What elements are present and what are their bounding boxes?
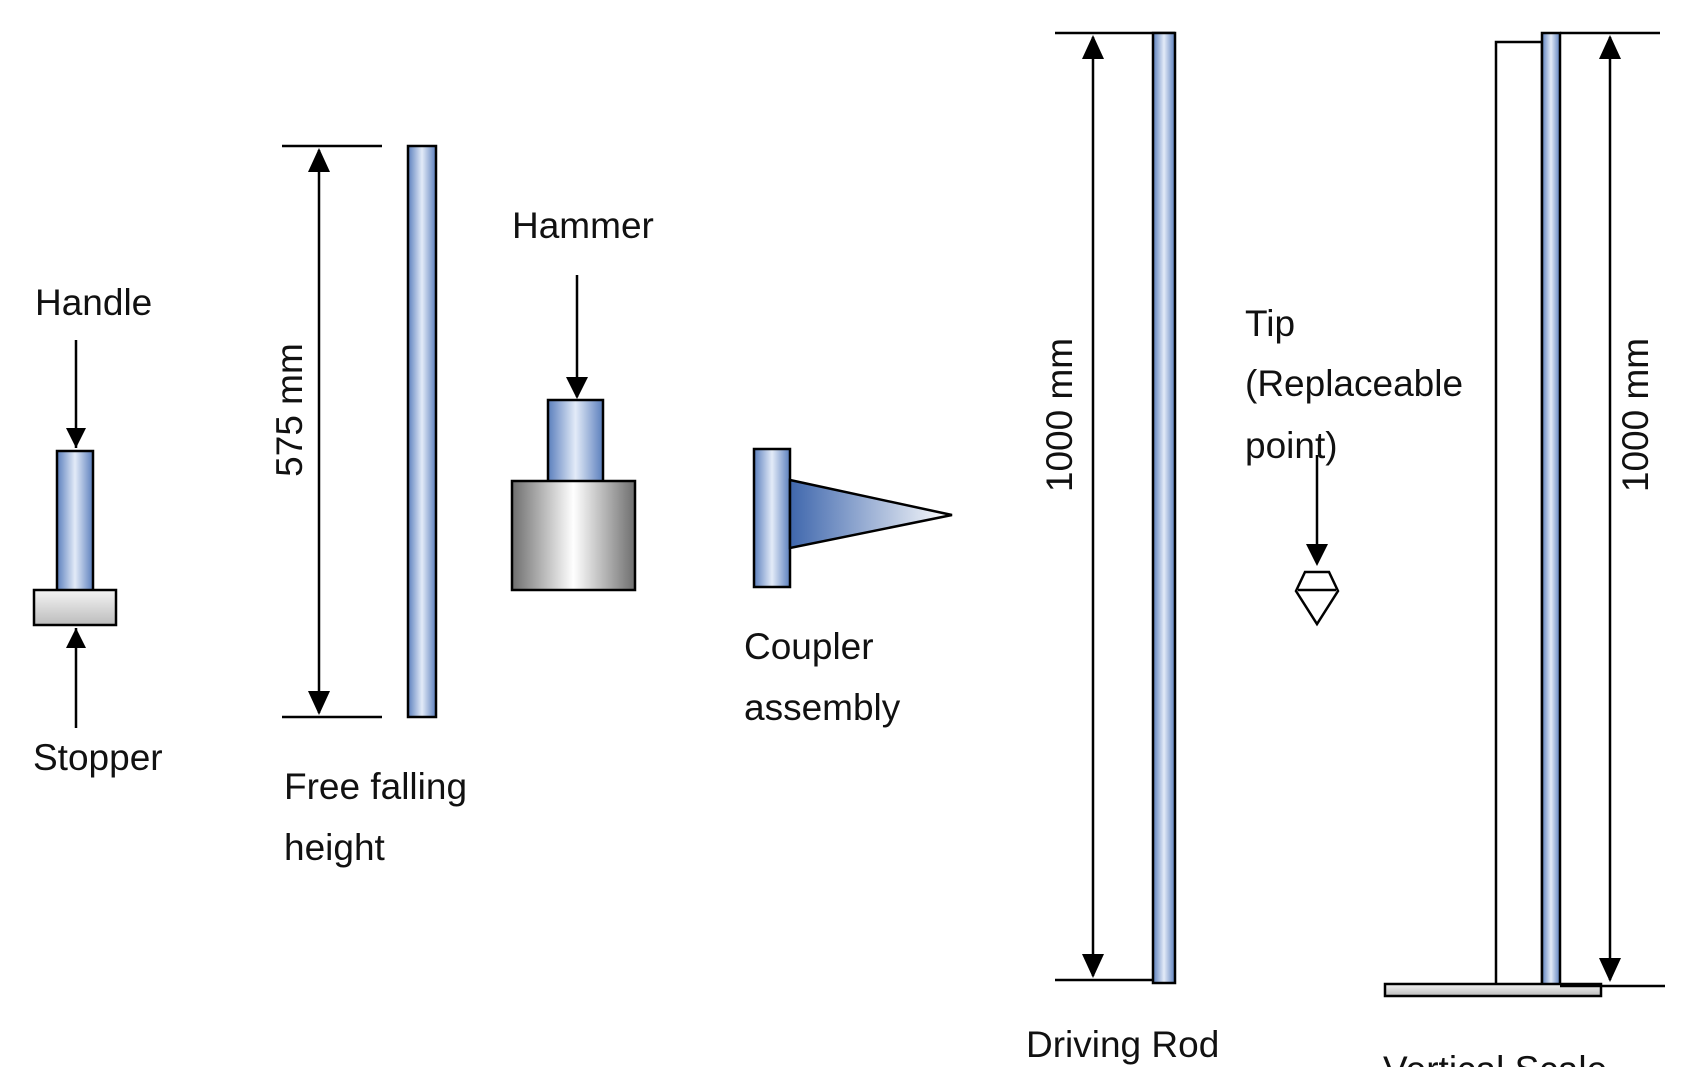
stopper-arrowhead [66, 628, 86, 648]
free-falling-label-line2: height [284, 827, 386, 868]
scale-board [1494, 40, 1544, 987]
driving-rod [1151, 31, 1177, 985]
coupler-label-line2: assembly [744, 687, 901, 728]
handle-shaft [55, 449, 95, 593]
coupler-cone [788, 478, 953, 550]
coupler-group: Coupler assembly [744, 447, 953, 728]
stopper-label: Stopper [33, 737, 163, 778]
hammer-neck [546, 398, 605, 484]
vertical-scale-label: Vertical Scale [1383, 1049, 1607, 1067]
free-fall-group: 575 mm Free falling height [269, 144, 467, 868]
tip-arrowhead [1306, 544, 1328, 566]
hammer-body [510, 479, 637, 592]
tip-label-line3: point) [1245, 425, 1338, 466]
driving-rod-group: 1000 mm Driving Rod [1026, 31, 1219, 1065]
vertical-scale-dimension-label: 1000 mm [1615, 338, 1656, 492]
guide-rod [406, 144, 438, 719]
hammer-label: Hammer [512, 205, 654, 246]
tip-label-line2: (Replaceable [1245, 363, 1463, 404]
stopper-collar [32, 588, 118, 627]
coupler-plate [752, 447, 792, 589]
vertical-scale-arrowhead-bottom [1599, 958, 1621, 982]
vertical-scale-arrowhead-top [1599, 35, 1621, 59]
handle-arrowhead [66, 428, 86, 448]
handle-label: Handle [35, 282, 152, 323]
driving-rod-dimension-label: 1000 mm [1039, 338, 1080, 492]
coupler-label-line1: Coupler [744, 626, 874, 667]
tip-label-line1: Tip [1245, 303, 1295, 344]
vertical-scale-group: 1000 mm Vertical Scale [1383, 31, 1665, 1067]
scale-rod [1540, 31, 1562, 987]
free-fall-arrowhead-top [308, 148, 330, 172]
free-fall-arrowhead-bottom [308, 691, 330, 715]
tip-group: Tip (Replaceable point) [1245, 303, 1463, 627]
tip-cone [1294, 570, 1340, 627]
driving-rod-arrowhead-bottom [1082, 954, 1104, 978]
free-fall-dimension-label: 575 mm [269, 343, 310, 477]
driving-rod-label: Driving Rod [1026, 1024, 1219, 1065]
driving-rod-arrowhead-top [1082, 35, 1104, 59]
free-falling-label-line1: Free falling [284, 766, 467, 807]
handle-assembly: Handle Stopper [32, 282, 163, 778]
scale-base [1383, 982, 1603, 998]
hammer-arrowhead [566, 377, 588, 399]
hammer-group: Hammer [510, 205, 654, 592]
